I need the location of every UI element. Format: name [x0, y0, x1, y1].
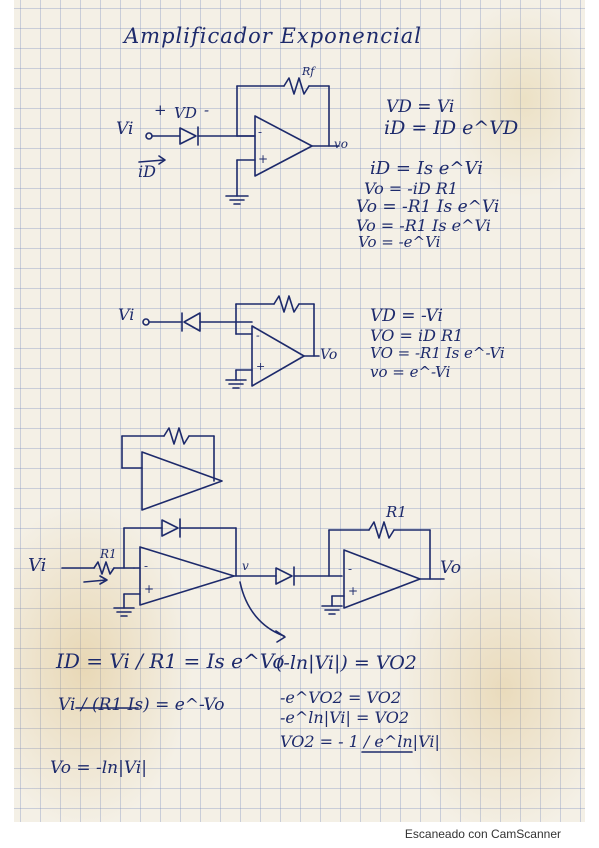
- equation: -e^ln|Vi| = VO2: [280, 708, 410, 727]
- equation: (-ln|Vi|) = VO2: [276, 652, 417, 674]
- label-vd: VD: [174, 104, 197, 122]
- label-inverting: -: [144, 559, 149, 573]
- circuit-1-schematic: [138, 77, 340, 205]
- equation: iD = ID e^VD: [384, 117, 519, 139]
- equation: Vi / (R1 Is) = e^-Vo: [58, 695, 225, 715]
- label-rf: Rf: [302, 65, 315, 78]
- equation: Vo = -R1 Is e^Vi: [356, 216, 491, 235]
- equation: VD = -Vi: [370, 306, 443, 326]
- label-v: v: [242, 559, 249, 573]
- label-vi: Vi: [116, 119, 134, 139]
- equation: Vo = -ln|Vi|: [50, 758, 148, 778]
- circuit-3-sketch: [121, 427, 223, 511]
- label-noninverting: +: [256, 360, 266, 373]
- label-noninverting-2: +: [348, 584, 359, 598]
- label-r1: R1: [100, 547, 117, 561]
- equation: VD = Vi: [386, 97, 455, 117]
- page-title: Amplificador Exponencial: [124, 24, 422, 48]
- equation: ID = Vi / R1 = Is e^Vo: [56, 649, 285, 673]
- notebook-page: Amplificador Exponencial: [14, 0, 585, 822]
- label-id: iD: [138, 162, 156, 181]
- equation: -e^VO2 = VO2: [280, 688, 401, 707]
- label-inverting-2: -: [348, 562, 353, 576]
- label-vo: Vo: [320, 347, 338, 363]
- equation: VO = -R1 Is e^-Vi: [370, 344, 505, 362]
- fraction-bars: [75, 707, 413, 753]
- label-vi: Vi: [118, 305, 135, 324]
- equation: iD = Is e^Vi: [370, 158, 483, 179]
- label-inverting: -: [256, 329, 260, 342]
- label-noninverting: +: [258, 152, 269, 166]
- equation: Vo = -e^Vi: [358, 233, 441, 251]
- label-minus: -: [204, 101, 210, 119]
- equation: Vo = -R1 Is e^Vi: [356, 197, 500, 217]
- scanner-footer: Escaneado con CamScanner: [0, 824, 599, 848]
- label-r1-feedback: R1: [386, 503, 407, 521]
- circuit-4-schematic: [61, 518, 445, 643]
- label-vo: vo: [334, 137, 349, 151]
- equation: VO2 = - 1 / e^ln|Vi|: [280, 732, 440, 751]
- equation: vo = e^-Vi: [370, 363, 451, 381]
- circuit-2-schematic: [142, 295, 320, 389]
- label-noninverting: +: [144, 582, 155, 596]
- circuit-drawings: [61, 77, 445, 753]
- scanner-watermark: Escaneado con CamScanner: [404, 827, 561, 841]
- label-inverting: -: [258, 125, 263, 139]
- equation: VO = iD R1: [370, 326, 464, 345]
- label-vi: Vi: [28, 555, 47, 576]
- equation: Vo = -iD R1: [364, 179, 458, 198]
- label-vo: Vo: [440, 558, 461, 578]
- label-plus: +: [154, 101, 167, 119]
